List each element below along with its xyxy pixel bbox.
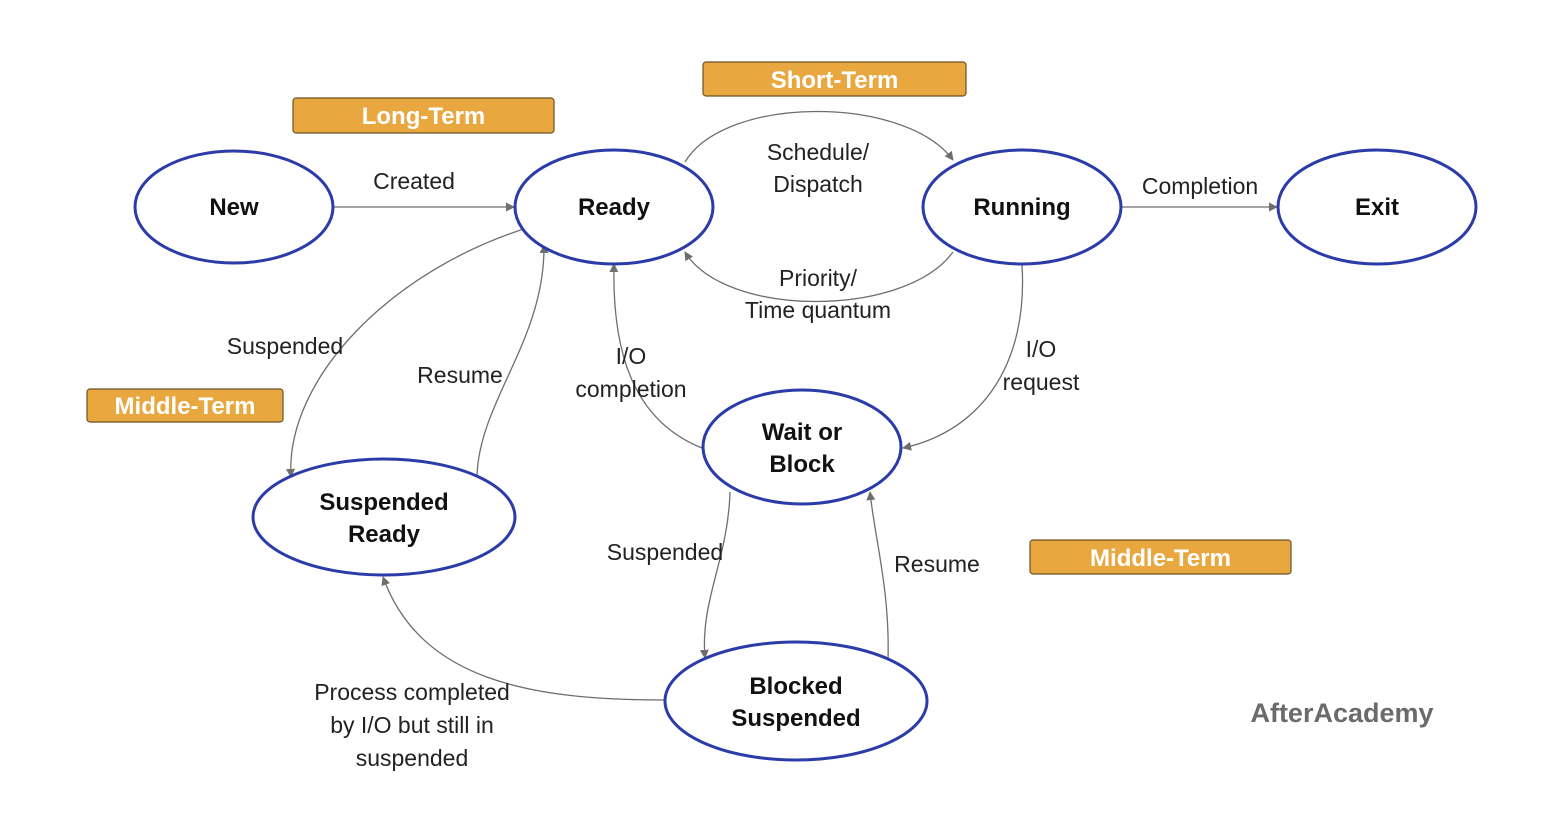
label-line: Resume xyxy=(894,551,980,577)
badge-long-term-label: Long-Term xyxy=(362,103,486,130)
state-exit-label: Exit xyxy=(1355,194,1399,221)
badge-short-term-label: Short-Term xyxy=(771,67,899,94)
state-running-label: Running xyxy=(973,194,1070,221)
label-line: Blocked xyxy=(749,673,842,700)
state-new-label: New xyxy=(209,194,259,221)
label-process-completed: Process completed by I/O but still in susp… xyxy=(314,679,510,771)
watermark-afteracademy: AfterAcademy xyxy=(1250,698,1433,728)
label-line: Ready xyxy=(348,521,421,548)
badge-long-term: Long-Term xyxy=(292,97,555,134)
label-line: Block xyxy=(769,451,835,478)
edge-io-request xyxy=(902,264,1024,451)
state-ready-label: Ready xyxy=(578,194,651,221)
label-line: Dispatch xyxy=(773,171,862,197)
edge-priority-time-quantum xyxy=(684,251,954,303)
label-line: Created xyxy=(373,168,455,194)
label-line: by I/O but still in xyxy=(330,712,494,738)
edge-resume-suspended-ready xyxy=(476,244,549,476)
label-line: Running xyxy=(973,194,1070,221)
label-suspended-left: Suspended xyxy=(227,333,343,359)
badge-short-term: Short-Term xyxy=(702,61,967,97)
label-line: suspended xyxy=(356,745,469,771)
label-line: Suspended xyxy=(607,539,723,565)
edge-process-completed xyxy=(381,576,665,701)
label-line: Time quantum xyxy=(745,297,891,323)
label-line: Completion xyxy=(1142,173,1258,199)
label-line: Suspended xyxy=(731,705,860,732)
label-line: Schedule/ xyxy=(767,139,870,165)
state-exit: Exit xyxy=(1276,148,1478,266)
state-new: New xyxy=(133,149,335,265)
label-line: Wait or xyxy=(762,419,842,446)
edge-io-completion xyxy=(609,263,703,449)
label-line: Exit xyxy=(1355,194,1399,221)
state-wait-or-block-label: Wait or Block xyxy=(762,419,842,478)
label-line: New xyxy=(209,194,259,221)
label-line: Priority/ xyxy=(779,265,858,291)
label-suspended-center: Suspended xyxy=(607,539,723,565)
edge-schedule-dispatch xyxy=(684,110,954,163)
label-line: Suspended xyxy=(227,333,343,359)
label-line: Process completed xyxy=(314,679,510,705)
label-line: I/O xyxy=(1026,336,1057,362)
badge-middle-term-left: Middle-Term xyxy=(86,388,284,423)
badge-middle-term-left-label: Middle-Term xyxy=(115,393,256,420)
badge-middle-term-right-label: Middle-Term xyxy=(1090,545,1231,572)
label-priority-time-quantum: Priority/Time quantum xyxy=(745,265,891,323)
badge-middle-term-right: Middle-Term xyxy=(1029,539,1292,575)
label-resume-right: Resume xyxy=(894,551,980,577)
label-io-completion: I/O completion xyxy=(575,343,686,402)
state-ready: Ready xyxy=(513,148,715,266)
label-line: Ready xyxy=(578,194,651,221)
label-completion: Completion xyxy=(1142,173,1258,199)
edge-suspended-wait xyxy=(699,491,731,659)
edge-suspended-ready-to-suspended xyxy=(286,226,531,478)
label-line: Resume xyxy=(417,362,503,388)
label-line: Suspended xyxy=(319,489,448,516)
label-line: I/O xyxy=(616,343,647,369)
label-io-request: I/O request xyxy=(1003,336,1080,395)
label-schedule-dispatch: Schedule/Dispatch xyxy=(767,139,870,197)
label-created: Created xyxy=(373,168,455,194)
state-running: Running xyxy=(921,148,1123,266)
label-resume-left: Resume xyxy=(417,362,503,388)
label-line: completion xyxy=(575,376,686,402)
label-line: request xyxy=(1003,369,1080,395)
state-wait-or-block: Wait or Block xyxy=(701,388,903,506)
edge-resume-blocked xyxy=(866,491,889,661)
